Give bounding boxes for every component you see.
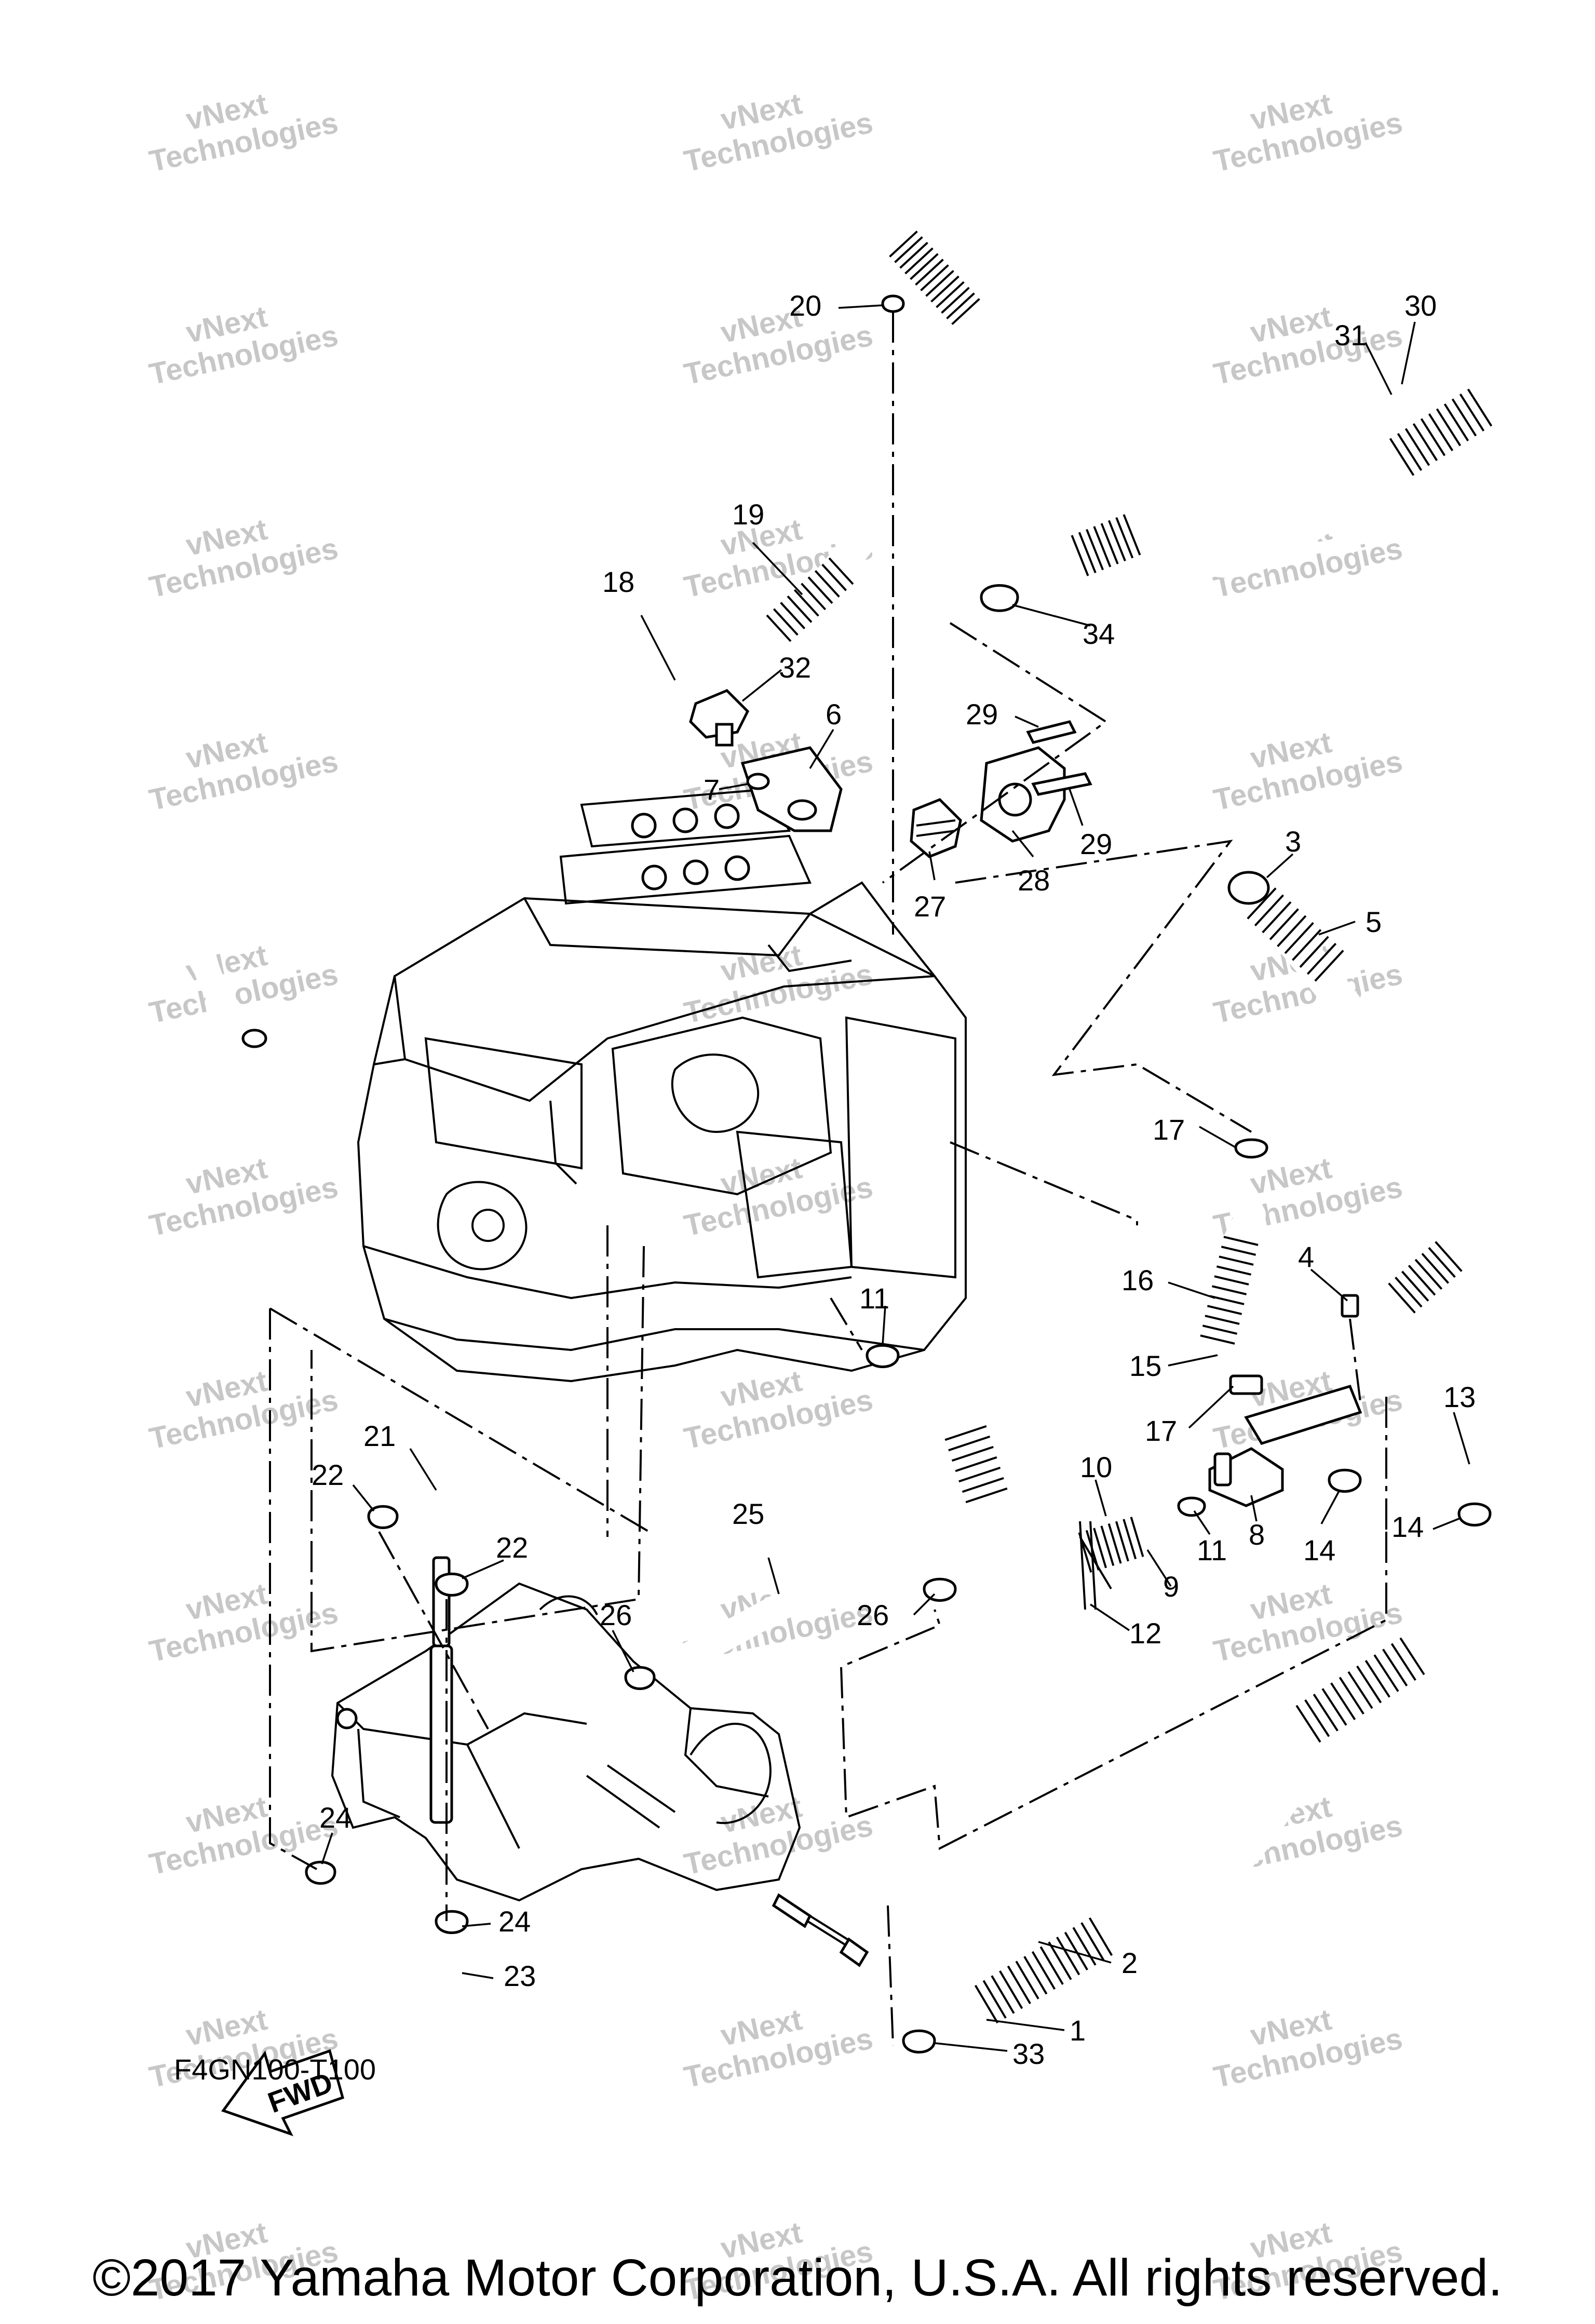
callout-24b: 24 [498, 1905, 531, 1938]
diagram-code: F4GN100-T100 [174, 2053, 376, 2086]
callout-11a: 11 [859, 1282, 889, 1315]
hose-16 [1200, 1200, 1266, 1372]
callout-29a: 29 [966, 698, 998, 731]
callout-18: 18 [602, 565, 634, 598]
callout-23: 23 [504, 1960, 536, 1992]
callout-30: 30 [1404, 289, 1437, 322]
callout-21: 21 [363, 1420, 396, 1452]
callout-25: 25 [732, 1497, 764, 1530]
leader-lines [321, 304, 1470, 2052]
callout-26b: 26 [857, 1599, 889, 1631]
hose-5 [1227, 871, 1471, 1331]
callout-3: 3 [1285, 825, 1301, 858]
callout-4: 4 [1298, 1240, 1314, 1273]
callout-34: 34 [1083, 617, 1115, 650]
callout-27: 27 [914, 890, 946, 923]
callout-7: 7 [704, 773, 720, 806]
callout-1: 1 [1070, 2014, 1086, 2047]
hose-10 [901, 1368, 1150, 1581]
callout-labels: 20 30 31 19 18 34 32 29 6 7 29 28 27 3 5… [312, 289, 1476, 2070]
callout-28: 28 [1018, 864, 1050, 897]
callout-17a: 17 [1153, 1113, 1185, 1146]
callout-11b: 11 [1197, 1534, 1227, 1566]
hose-25 [656, 1517, 965, 1681]
callout-22a: 22 [312, 1458, 344, 1491]
callout-17b: 17 [1145, 1414, 1177, 1447]
guide-lines [269, 312, 1387, 2046]
copyright-notice: ©2017 Yamaha Motor Corporation, U.S.A. A… [92, 2249, 1503, 2307]
hose-13 [1368, 1449, 1491, 1514]
callout-9: 9 [1163, 1570, 1179, 1603]
hose-2 [948, 1637, 1435, 2032]
callout-22b: 22 [496, 1531, 528, 1564]
fwd-arrow: FWD [221, 2049, 345, 2137]
callout-32: 32 [779, 651, 811, 684]
hose-23 [331, 1925, 479, 2078]
callout-19: 19 [732, 498, 764, 531]
callout-26a: 26 [600, 1599, 632, 1631]
callout-31: 31 [1334, 319, 1367, 352]
hose-18 [187, 592, 823, 1049]
hose-21 [398, 1504, 464, 1575]
callout-33: 33 [1012, 2037, 1045, 2070]
callout-8: 8 [1249, 1518, 1265, 1551]
hose-19 [766, 207, 982, 642]
callout-16: 16 [1121, 1264, 1154, 1296]
engine-block [357, 788, 967, 1383]
thermostat-parts [689, 689, 1092, 858]
bolt [772, 1893, 869, 1967]
callout-13: 13 [1443, 1381, 1476, 1413]
hose-31 [1025, 371, 1524, 590]
callout-15: 15 [1129, 1349, 1161, 1382]
callout-24a: 24 [319, 1801, 352, 1834]
callout-14a: 14 [1303, 1534, 1335, 1566]
callout-12: 12 [1129, 1617, 1161, 1650]
callout-5: 5 [1366, 906, 1382, 938]
callout-10: 10 [1080, 1451, 1112, 1483]
callout-20: 20 [789, 289, 821, 322]
clamps [305, 294, 1492, 2053]
callout-29b: 29 [1080, 828, 1112, 860]
callout-14b: 14 [1391, 1510, 1424, 1543]
callout-6: 6 [826, 698, 842, 731]
callout-2: 2 [1121, 1947, 1138, 1979]
